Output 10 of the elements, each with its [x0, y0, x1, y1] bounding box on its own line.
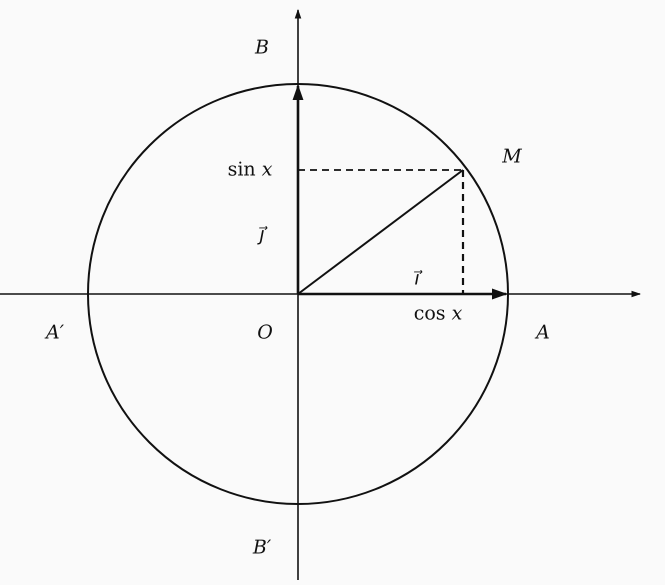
vector-label: i⃗	[414, 268, 420, 290]
point-label: M	[502, 146, 522, 168]
point-label: A	[536, 322, 550, 344]
axis-value-label: sin x	[228, 160, 272, 180]
origin-label: O	[257, 322, 273, 344]
axis-value-label: cos x	[414, 304, 462, 324]
vector-label: j⃗	[259, 224, 265, 246]
point-label: B	[255, 38, 269, 58]
point-label: B′	[252, 538, 272, 558]
point-label: A′	[46, 322, 64, 344]
